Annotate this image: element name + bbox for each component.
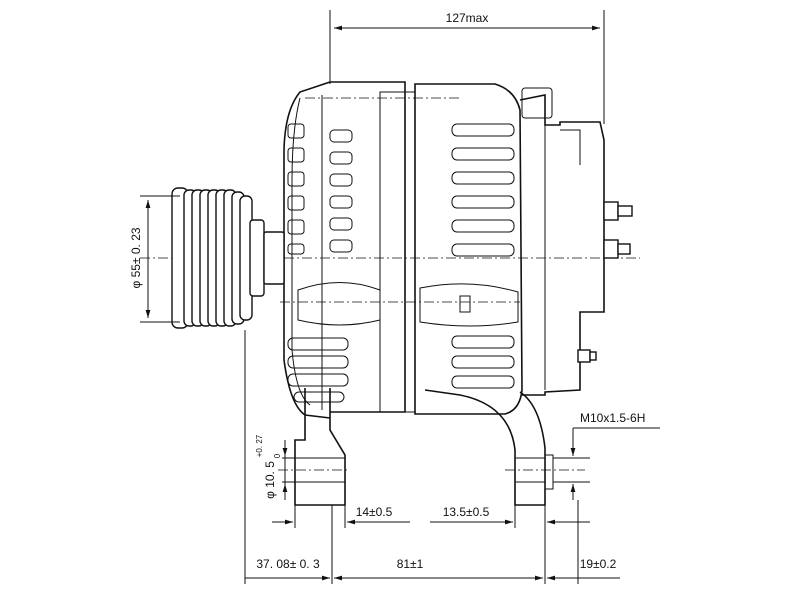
terminal-studs [577,201,633,363]
dim-bottom-chain: 37. 08± 0. 3 81±1 19±0.2 [244,330,620,584]
dim-overall-length: 127max [329,10,605,124]
mount-hole-tol-lower: 0 [273,453,282,458]
pulley-offset-label: 37. 08± 0. 3 [256,557,320,571]
dim-ear-widths: 14±0.5 13.5±0.5 [272,505,590,528]
pulley [171,187,285,329]
mounting-ears [294,388,554,506]
dim-thread: M10x1.5-6H [553,411,660,500]
rear-cooling-fins [419,123,519,389]
pulley-diameter-label: φ 55± 0. 23 [129,227,143,288]
rear-offset-label: 19±0.2 [580,557,617,571]
front-cooling-fins [287,123,381,403]
dim-pulley-diameter: φ 55± 0. 23 [129,195,180,323]
mount-hole-tol-upper: +0. 27 [255,434,264,457]
mount-hole-label: φ 10. 5 [263,461,277,499]
ear-width-rear-label: 13.5±0.5 [443,505,490,519]
alternator-body [140,81,640,506]
mount-spacing-label: 81±1 [397,557,424,571]
overall-length-label: 127max [446,11,489,25]
ear-width-front-label: 14±0.5 [356,505,393,519]
thread-spec-label: M10x1.5-6H [580,411,645,425]
dim-mount-hole: φ 10. 5 +0. 27 0 [255,434,300,500]
